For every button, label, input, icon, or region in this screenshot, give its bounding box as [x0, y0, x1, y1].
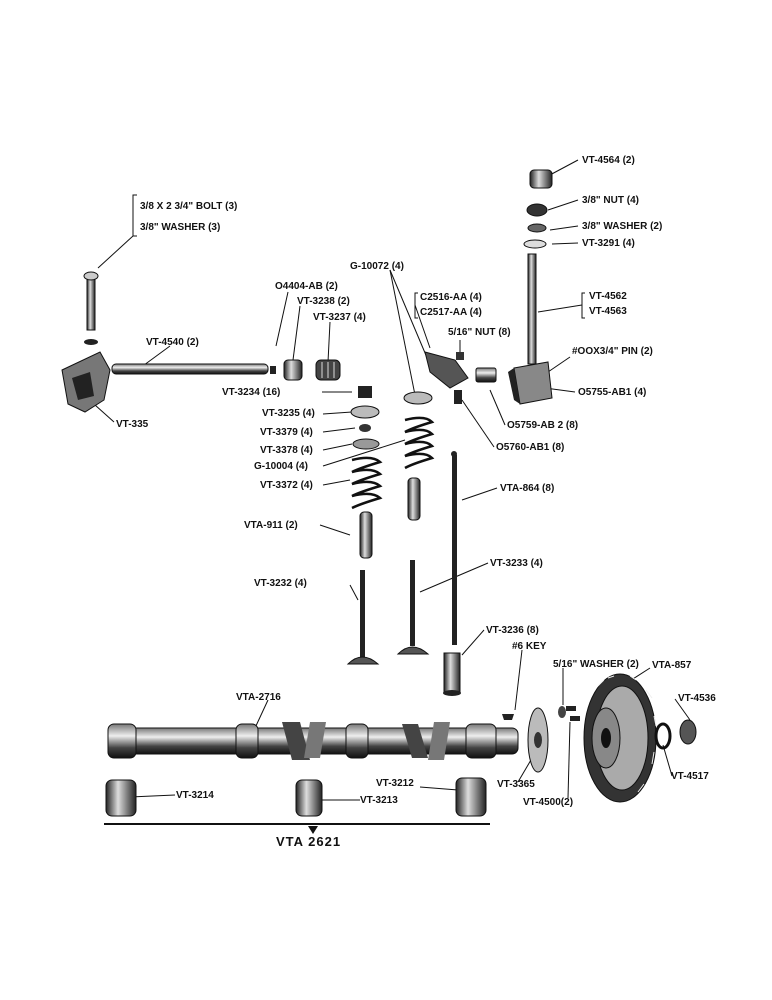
- label-vt-4517: VT-4517: [671, 771, 709, 782]
- label-vt-3234: VT-3234 (16): [222, 387, 281, 398]
- label-key: #6 KEY: [512, 641, 547, 652]
- label-o5755: O5755-AB1 (4): [578, 387, 647, 398]
- label-vt-3372: VT-3372 (4): [260, 480, 313, 491]
- label-vt-3238: VT-3238 (2): [297, 296, 350, 307]
- label-g-10072: G-10072 (4): [350, 261, 404, 272]
- label-g-10004: G-10004 (4): [254, 461, 308, 472]
- label-c2517: C2517-AA (4): [420, 307, 482, 318]
- label-o5759: O5759-AB 2 (8): [507, 420, 579, 431]
- label-vt-335: VT-335: [116, 419, 149, 430]
- valve-train-parts: [61, 169, 553, 696]
- label-vt-3291: VT-3291 (4): [582, 238, 635, 249]
- label-vt-4500: VT-4500(2): [523, 797, 574, 808]
- label-washer-5-16: 5/16" WASHER (2): [553, 659, 639, 670]
- label-vt-3365: VT-3365: [497, 779, 535, 790]
- label-vt-3233: VT-3233 (4): [490, 558, 543, 569]
- label-vt-3379: VT-3379 (4): [260, 427, 313, 438]
- label-vt-3232: VT-3232 (4): [254, 578, 307, 589]
- label-o5760: O5760-AB1 (8): [496, 442, 565, 453]
- assembly-label: VTA 2621: [276, 834, 342, 849]
- label-vt-4562: VT-4562: [589, 291, 627, 302]
- label-vt-4563: VT-4563: [589, 306, 627, 317]
- label-vta-2716: VTA-2716: [236, 692, 281, 703]
- label-bolt: 3/8 X 2 3/4" BOLT (3): [140, 201, 238, 212]
- label-vt-3237: VT-3237 (4): [313, 312, 366, 323]
- label-vt-3236: VT-3236 (8): [486, 625, 539, 636]
- label-vt-3213: VT-3213: [360, 795, 398, 806]
- label-vt-3235: VT-3235 (4): [262, 408, 315, 419]
- label-vta-911: VTA-911 (2): [244, 520, 298, 531]
- label-pin: #OOX3/4" PIN (2): [572, 346, 653, 357]
- label-vt-4564: VT-4564 (2): [582, 155, 635, 166]
- label-vt-4540: VT-4540 (2): [146, 337, 199, 348]
- label-washer-3-8: 3/8" WASHER (2): [582, 221, 663, 232]
- label-vt-3212: VT-3212: [376, 778, 414, 789]
- label-c2516: C2516-AA (4): [420, 292, 482, 303]
- label-vt-4536: VT-4536: [678, 693, 716, 704]
- label-washer-bolt: 3/8" WASHER (3): [140, 222, 221, 233]
- camshaft-group: [104, 673, 697, 834]
- label-vt-3214: VT-3214: [176, 790, 214, 801]
- label-o4404: O4404-AB (2): [275, 281, 338, 292]
- label-nut-3-8: 3/8" NUT (4): [582, 195, 639, 206]
- label-vt-3378: VT-3378 (4): [260, 445, 313, 456]
- label-vta-857: VTA-857: [652, 660, 692, 671]
- label-nut-5-16: 5/16" NUT (8): [448, 327, 511, 338]
- label-vta-864: VTA-864 (8): [500, 483, 555, 494]
